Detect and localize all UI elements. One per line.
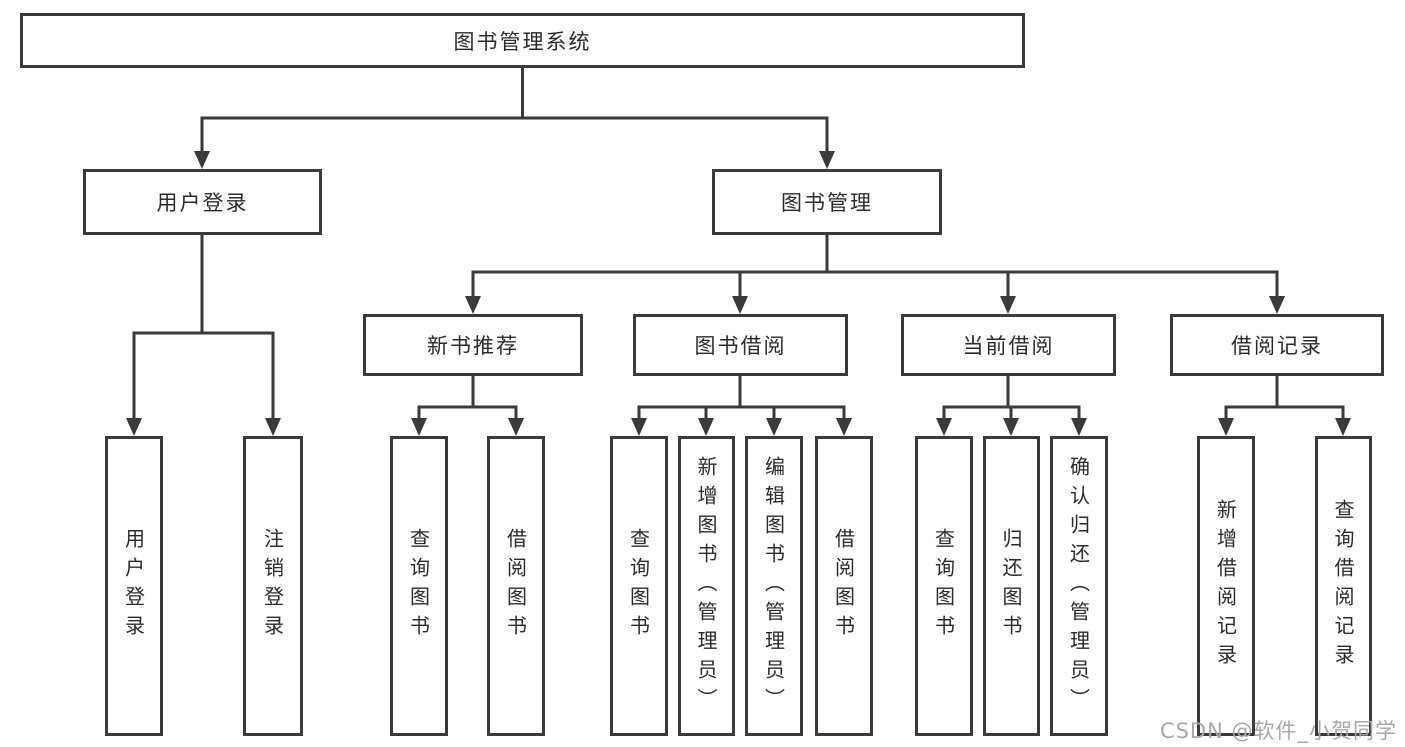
leaf-borrow-books: 借阅图书 <box>815 436 873 736</box>
node-label: 查询图书 <box>931 528 956 644</box>
leaf-borrow-books-recommend: 借阅图书 <box>487 436 545 736</box>
node-book-management: 图书管理 <box>712 169 942 235</box>
leaf-query-borrow-record: 查询借阅记录 <box>1315 436 1372 736</box>
connector-book-management-to-level3 <box>465 235 1285 314</box>
leaf-confirm-return-admin: 确认归还（管理员） <box>1050 436 1108 736</box>
node-label: 图书管理系统 <box>453 29 592 54</box>
node-label: 查询借阅记录 <box>1331 499 1355 673</box>
node-label: 归还图书 <box>999 528 1023 644</box>
node-label: 查询图书 <box>626 528 651 644</box>
node-label: 用户登录 <box>156 191 249 215</box>
leaf-edit-books-admin: 编辑图书（管理员） <box>745 436 803 736</box>
connector-borrow-records-to-leaves <box>1218 376 1351 436</box>
node-label: 借阅图书 <box>831 528 856 644</box>
node-label: 用户登录 <box>121 528 146 644</box>
node-borrow-records: 借阅记录 <box>1170 314 1384 376</box>
node-current-borrow: 当前借阅 <box>901 314 1116 376</box>
node-label: 注销登录 <box>260 528 285 644</box>
node-label: 新增图书（管理员） <box>694 455 718 717</box>
leaf-return-books: 归还图书 <box>983 436 1040 736</box>
node-label: 借阅图书 <box>503 528 528 644</box>
node-label: 查询图书 <box>406 528 431 644</box>
connector-root-to-level2 <box>194 68 835 169</box>
connector-new-book-recommend-to-leaves <box>411 376 524 436</box>
node-label: 新书推荐 <box>427 334 519 358</box>
node-label: 编辑图书（管理员） <box>761 455 786 717</box>
leaf-query-books-current: 查询图书 <box>915 436 973 736</box>
node-book-borrow: 图书借阅 <box>633 314 848 376</box>
leaf-query-books-recommend: 查询图书 <box>390 436 448 736</box>
node-label: 当前借阅 <box>962 334 1055 358</box>
node-label: 确认归还（管理员） <box>1066 455 1091 717</box>
connector-user-login-to-leaves <box>126 235 281 436</box>
connector-book-borrow-to-leaves <box>631 376 852 436</box>
node-label: 借阅记录 <box>1231 334 1323 358</box>
node-user-login: 用户登录 <box>83 169 322 235</box>
leaf-query-books-borrow: 查询图书 <box>610 436 668 736</box>
leaf-add-borrow-record: 新增借阅记录 <box>1197 436 1255 736</box>
leaf-logout: 注销登录 <box>243 436 303 736</box>
leaf-add-books-admin: 新增图书（管理员） <box>678 436 735 736</box>
node-label: 图书借阅 <box>694 334 787 358</box>
node-new-book-recommend: 新书推荐 <box>363 314 583 376</box>
node-root-library-system: 图书管理系统 <box>20 13 1025 68</box>
connector-current-borrow-to-leaves <box>936 376 1087 436</box>
leaf-user-login: 用户登录 <box>105 436 163 736</box>
node-label: 新增借阅记录 <box>1213 499 1238 673</box>
node-label: 图书管理 <box>781 191 873 215</box>
csdn-watermark: CSDN @软件_小贺同学 <box>1159 719 1397 743</box>
